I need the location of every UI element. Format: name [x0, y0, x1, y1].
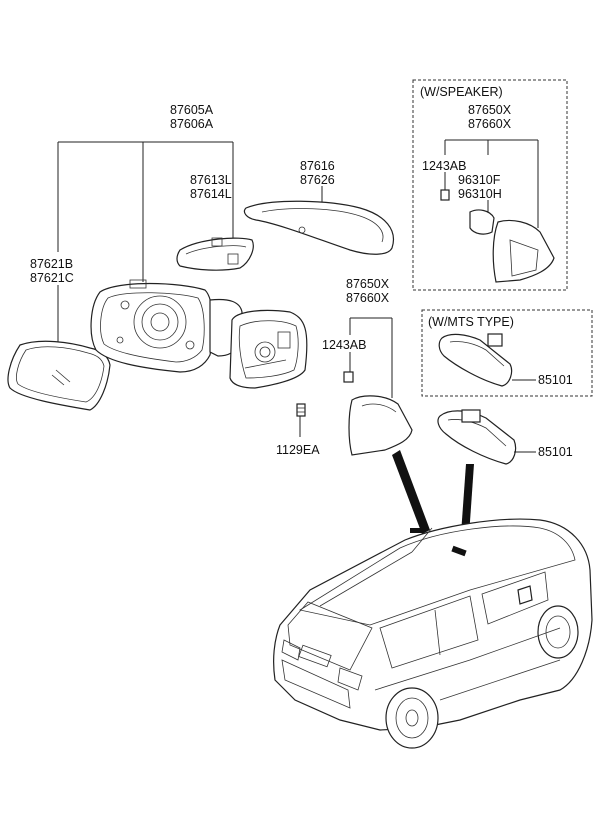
- label-87606a: 87606A: [170, 117, 214, 131]
- label-1243ab: 1243AB: [322, 338, 366, 352]
- label-1129ea: 1129EA: [276, 443, 320, 457]
- label-87660x: 87660X: [346, 291, 390, 305]
- mts-box: [421, 309, 593, 397]
- mirror-base: [229, 309, 308, 389]
- label-87621b: 87621B: [30, 257, 73, 271]
- label-85101: 85101: [538, 445, 573, 459]
- label-87616: 87616: [300, 159, 335, 173]
- speaker-label-96310f: 96310F: [458, 173, 501, 187]
- vehicle-illustration: [273, 518, 593, 749]
- speaker-box: [412, 79, 568, 291]
- speaker-label-87660x: 87660X: [468, 117, 512, 131]
- mts-box-title: (W/MTS TYPE): [428, 315, 514, 329]
- speaker-label-96310h: 96310H: [458, 187, 502, 201]
- side-repeater-lamp: [176, 237, 254, 271]
- speaker-label-1243ab: 1243AB: [422, 159, 466, 173]
- speaker-box-title: (W/SPEAKER): [420, 85, 503, 99]
- bolt: [296, 403, 306, 417]
- label-85101-mts: 85101: [538, 373, 573, 387]
- label-87621c: 87621C: [30, 271, 74, 285]
- mirror-housing: [90, 279, 243, 373]
- label-87614l: 87614L: [190, 187, 232, 201]
- mirror-cover: [243, 200, 394, 255]
- mirror-glass: [7, 340, 111, 411]
- speaker-label-87650x: 87650X: [468, 103, 512, 117]
- label-87613l: 87613L: [190, 173, 232, 187]
- label-87650x: 87650X: [346, 277, 390, 291]
- label-87626: 87626: [300, 173, 335, 187]
- label-87605a: 87605A: [170, 103, 214, 117]
- inside-mirror-cover: [343, 371, 413, 456]
- mirror-leader-lines: [57, 141, 393, 437]
- part-labels: 87605A 87606A 87616 87626 87613L 87614L …: [30, 85, 573, 459]
- room-mirror: [437, 409, 536, 465]
